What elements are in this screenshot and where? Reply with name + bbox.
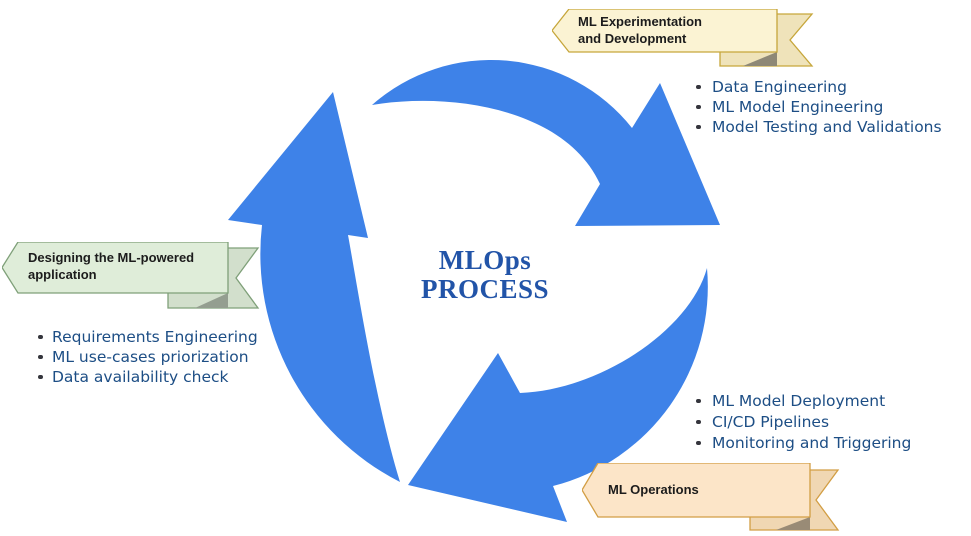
- banner-title-line1: Designing the ML-powered: [28, 250, 195, 265]
- list-item: ML Model Engineering: [688, 97, 942, 117]
- ribbon-shape-design: [2, 242, 260, 309]
- cycle-arrow-left: [228, 92, 400, 482]
- list-item: CI/CD Pipelines: [688, 412, 911, 433]
- center-title-line2: PROCESS: [420, 274, 550, 304]
- list-item: ML use-cases priorization: [34, 347, 258, 367]
- ribbon-fold-shadow: [743, 52, 777, 66]
- ribbon-fold-shadow: [776, 517, 810, 530]
- banner-designing-application: Designing the ML-powered application: [2, 242, 260, 310]
- banner-title-line1: ML Experimentation: [578, 14, 703, 29]
- banner-ml-operations: ML Operations: [582, 463, 840, 533]
- list-item: Monitoring and Triggering: [688, 433, 911, 454]
- list-item: Requirements Engineering: [34, 327, 258, 347]
- ribbon-shape-operations: [582, 463, 840, 531]
- cycle-arrow-right: [408, 268, 708, 522]
- list-item: Model Testing and Validations: [688, 117, 942, 137]
- cycle-arrow-top: [372, 59, 720, 227]
- banner-title-line2: and Development: [578, 31, 687, 46]
- center-title: MLOps PROCESS: [375, 246, 595, 304]
- ribbon-fold-shadow: [195, 293, 228, 308]
- banner-title-line2: application: [28, 267, 97, 282]
- banner-title-experimentation: ML Experimentation and Development: [578, 13, 702, 47]
- banner-title-operations: ML Operations: [608, 481, 699, 498]
- banner-ml-experimentation: ML Experimentation and Development: [552, 9, 814, 69]
- banner-title-line1: ML Operations: [608, 482, 699, 497]
- ribbon-band: [552, 9, 778, 53]
- list-item: Data availability check: [34, 367, 258, 387]
- center-title-line1: MLOps: [438, 245, 532, 275]
- operations-list: ML Model Deployment CI/CD Pipelines Moni…: [688, 391, 911, 454]
- ribbon-band: [2, 242, 229, 294]
- list-item: Data Engineering: [688, 77, 942, 97]
- banner-title-design: Designing the ML-powered application: [28, 249, 194, 283]
- list-item: ML Model Deployment: [688, 391, 911, 412]
- experimentation-list: Data Engineering ML Model Engineering Mo…: [688, 77, 942, 137]
- ribbon-band: [582, 463, 811, 518]
- design-list: Requirements Engineering ML use-cases pr…: [34, 327, 258, 387]
- ribbon-shape-experimentation: [552, 9, 814, 67]
